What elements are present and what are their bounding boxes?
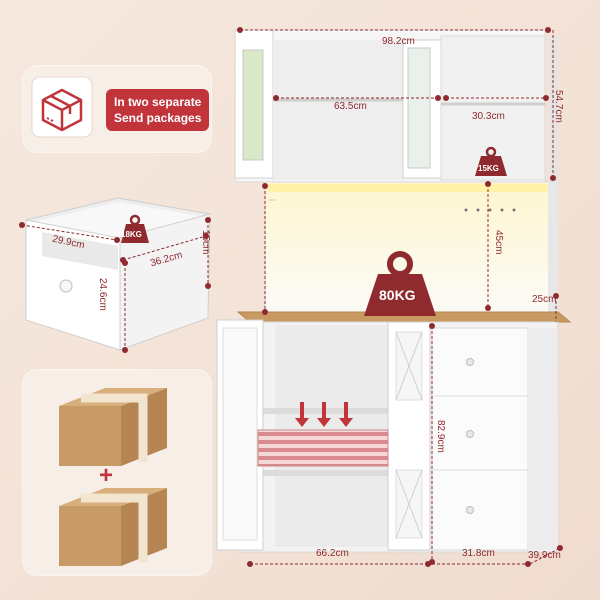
base-depth-label: 39.9cm [528, 550, 561, 561]
shipping-card: In two separate Send packages [23, 66, 211, 152]
upper-right-width-label: 30.3cm [472, 111, 505, 122]
drawer-height-label: 15cm [200, 230, 211, 255]
top-width-label: 98.2cm [382, 36, 415, 47]
shipping-line-2: Send packages [114, 111, 202, 125]
upper-width-label: 63.5cm [334, 101, 367, 112]
counter-depth-label: 25cm [532, 294, 557, 305]
upper-height-label: 54.7cm [553, 90, 564, 123]
upper-load-label: 15KG [478, 164, 499, 173]
box-icon-2 [55, 482, 173, 573]
shipping-line-1: In two separate [114, 95, 202, 109]
drawer-weight-label: 18KG [121, 230, 142, 239]
drawer-illustration: 18KG 29.9cm 36.2cm 15cm 24.6cm [0, 190, 230, 370]
lower-width-label: 66.2cm [316, 548, 349, 559]
lower-height-label: 82.9cm [435, 420, 446, 453]
plus-icon: + [99, 462, 114, 489]
cabinet-illustration: 98.2cm 63.5cm 30.3cm 54.7cm 15KG 45cm 80… [210, 0, 600, 600]
box-icon-1 [55, 382, 173, 473]
middle-height-label: 45cm [493, 230, 504, 255]
drawer-front-height-label: 24.6cm [97, 278, 108, 311]
shipping-badge: In two separate Send packages [106, 89, 210, 131]
package-icon [31, 76, 93, 143]
counter-load-label: 80KG [379, 287, 416, 303]
weight-icon-drawer [120, 214, 150, 249]
boxes-card: + [23, 370, 211, 575]
drawer-unit-width-label: 31.8cm [462, 548, 495, 559]
